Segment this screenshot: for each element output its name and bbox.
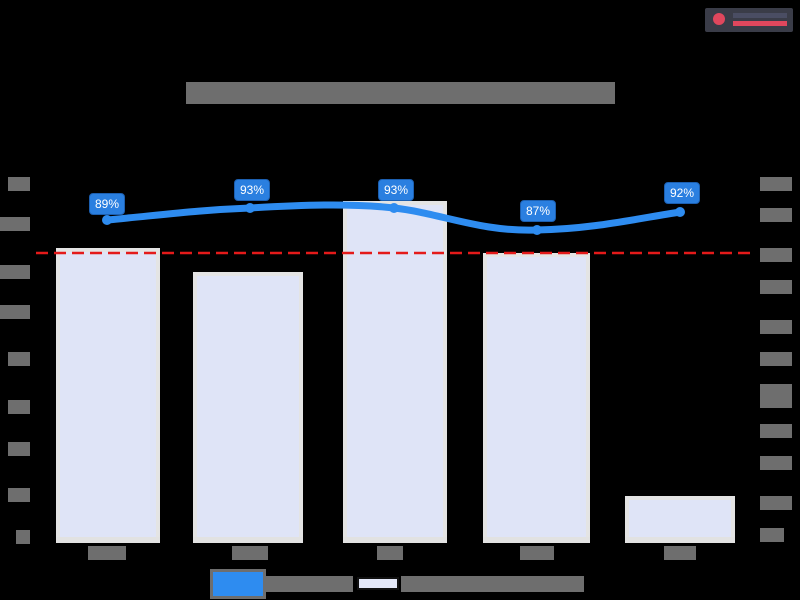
y-tick-label (8, 177, 30, 191)
y-tick-label (760, 208, 792, 222)
x-tick-label (664, 546, 696, 560)
x-tick-label (88, 546, 126, 560)
y-tick-label (0, 265, 30, 279)
logo-text-line-1 (733, 13, 787, 18)
bar-base (343, 537, 447, 543)
data-point (245, 203, 255, 213)
y-tick-label (760, 456, 792, 470)
y-tick-label (760, 280, 792, 294)
y-tick-label (760, 384, 792, 408)
data-point (102, 215, 112, 225)
bar-3 (343, 201, 447, 538)
bar-base (625, 537, 735, 543)
y-tick-label (760, 320, 792, 334)
y-tick-label (8, 442, 30, 456)
legend-swatch-bar (357, 577, 399, 590)
y-tick-label (760, 424, 792, 438)
legend-label-line (265, 576, 353, 592)
y-tick-label (0, 217, 30, 231)
data-label: 93% (234, 179, 271, 201)
chart-title (186, 82, 615, 104)
bar-base (56, 537, 160, 543)
y-tick-label (8, 400, 30, 414)
y-tick-label (760, 352, 792, 366)
logo-icon (713, 13, 725, 25)
bar-4 (483, 253, 590, 538)
bar-base (193, 537, 303, 543)
data-label: 89% (89, 193, 126, 215)
bar-1 (56, 248, 160, 538)
legend-label-bar (401, 576, 584, 592)
y-tick-label (760, 528, 784, 542)
legend-swatch-line (210, 569, 266, 599)
y-tick-label (0, 305, 30, 319)
bar-base (483, 537, 590, 543)
bar-2 (193, 272, 303, 538)
y-tick-label (760, 496, 792, 510)
x-tick-label (232, 546, 268, 560)
y-tick-label (8, 352, 30, 366)
data-point (532, 225, 542, 235)
y-tick-label (8, 488, 30, 502)
x-tick-label (520, 546, 554, 560)
data-label: 93% (378, 179, 415, 201)
data-point (675, 207, 685, 217)
y-tick-label (760, 248, 792, 262)
x-tick-label (377, 546, 403, 560)
bar-5 (625, 496, 735, 538)
data-label: 92% (664, 182, 701, 204)
data-label: 87% (520, 200, 557, 222)
logo-badge (705, 8, 793, 32)
data-point (389, 203, 399, 213)
logo-text-line-2 (733, 21, 787, 26)
y-tick-label (16, 530, 30, 544)
y-tick-label (760, 177, 792, 191)
